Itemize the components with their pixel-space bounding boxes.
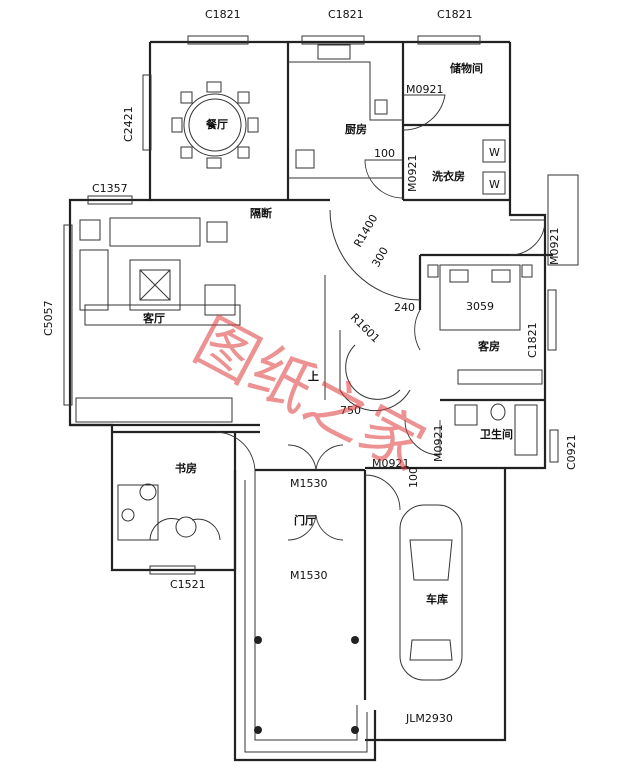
label-m0921-right: M0921 [548, 228, 561, 266]
room-labels: 餐厅 厨房 储物间 洗衣房 隔断 客厅 客房 卫生间 书房 门厅 车库 上 [142, 61, 513, 606]
watermark-text: 图纸之家 [183, 304, 436, 485]
room-laundry: 洗衣房 [432, 169, 465, 183]
room-kitchen: 厨房 [345, 122, 367, 136]
washer-w2: W [489, 178, 500, 191]
label-c2421: C2421 [122, 106, 135, 142]
label-c1357: C1357 [92, 182, 128, 195]
plan-annotations: C1821 C1821 C1821 C2421 C1357 C5057 C152… [42, 8, 578, 725]
room-guest: 客房 [477, 339, 500, 353]
foyer-columns [254, 636, 359, 734]
dim-750: 750 [340, 404, 361, 417]
room-foyer: 门厅 [294, 513, 316, 527]
dim-r1601: R1601 [348, 311, 382, 345]
dim-100-a: 100 [374, 147, 395, 160]
dim-3059: 3059 [466, 300, 494, 313]
label-c1521: C1521 [170, 578, 206, 591]
room-study: 书房 [175, 461, 197, 475]
stair-up-label: 上 [308, 369, 319, 383]
room-dining: 餐厅 [205, 117, 228, 131]
label-c1821-a: C1821 [205, 8, 241, 21]
living-room-sofa-set [75, 217, 241, 423]
dim-240: 240 [394, 301, 415, 314]
dim-r1400: R1400 [351, 212, 380, 249]
interior-walls [70, 42, 545, 700]
dim-100-b: 100 [407, 467, 420, 488]
label-c1821-c: C1821 [437, 8, 473, 21]
room-garage: 车库 [426, 592, 448, 606]
guest-bed [427, 264, 543, 385]
washer-w1: W [489, 146, 500, 159]
dining-table [171, 81, 259, 169]
label-c1821-b: C1821 [328, 8, 364, 21]
washer-units [482, 139, 506, 195]
label-m0921-garage: M0921 [372, 457, 410, 470]
room-storage: 储物间 [450, 61, 483, 75]
label-m0921-bath: M0921 [432, 425, 445, 463]
label-m1530-bottom: M1530 [290, 569, 328, 582]
label-c0921: C0921 [565, 434, 578, 470]
kitchen-counters [288, 44, 403, 169]
study-furniture [117, 483, 221, 541]
garage-car [399, 504, 463, 681]
room-living: 客厅 [142, 311, 165, 325]
room-bathroom: 卫生间 [480, 427, 513, 441]
room-partition: 隔断 [250, 206, 272, 220]
label-jlm2930: JLM2930 [405, 712, 453, 725]
doors [214, 94, 546, 541]
bathroom-fixtures [454, 403, 538, 456]
windows [63, 35, 579, 575]
label-c1821-right: C1821 [526, 322, 539, 358]
dim-300: 300 [369, 245, 391, 270]
label-m0921-storage: M0921 [406, 83, 444, 96]
label-m0921-laundry: M0921 [406, 155, 419, 193]
staircase [324, 209, 421, 412]
label-c5057: C5057 [42, 300, 55, 336]
label-m1530-top: M1530 [290, 477, 328, 490]
